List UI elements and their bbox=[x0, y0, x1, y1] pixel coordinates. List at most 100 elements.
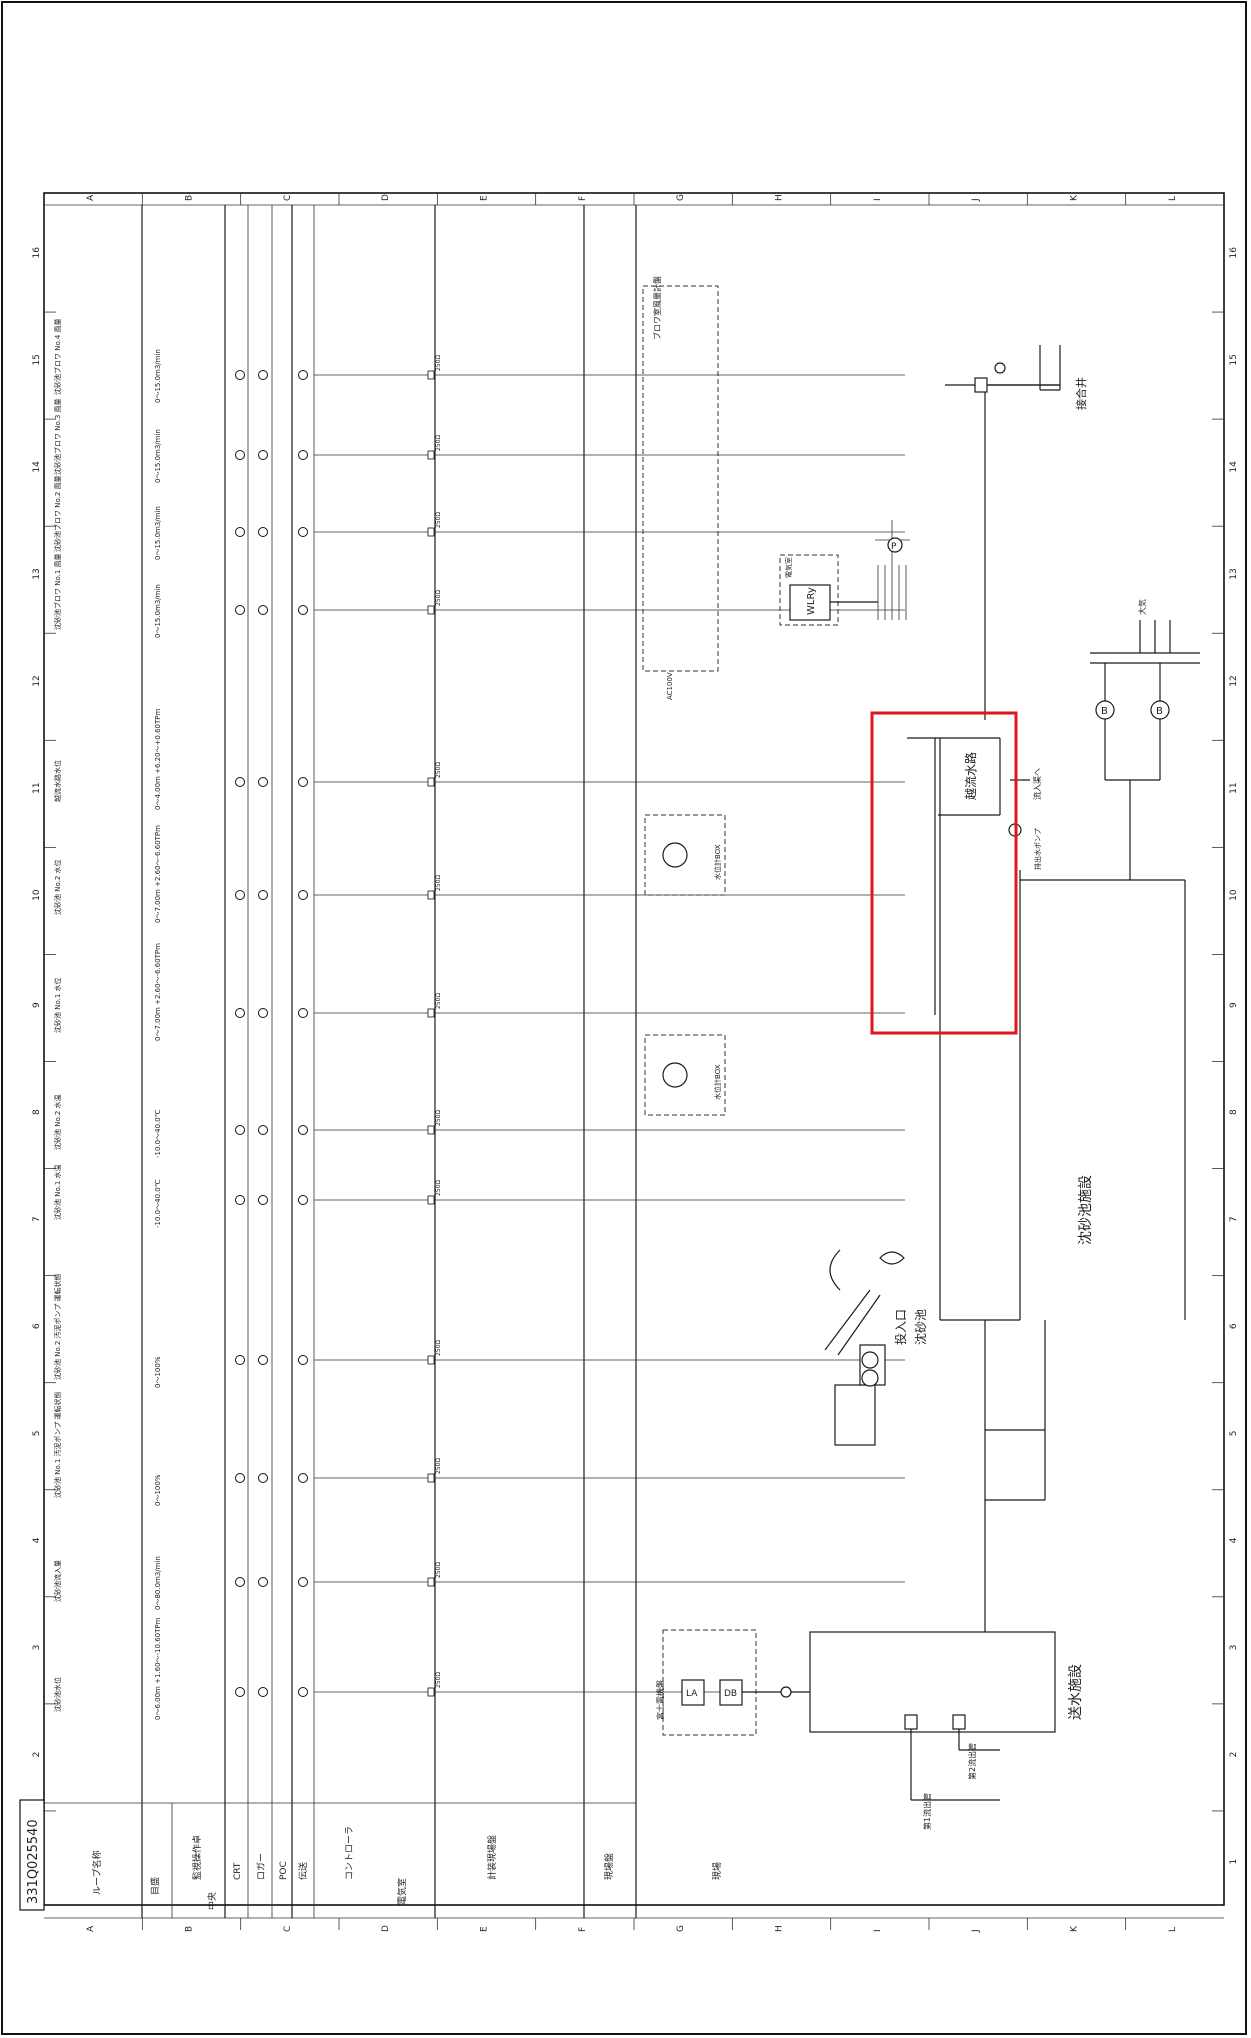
blower-ac100v: AC100V bbox=[666, 672, 674, 700]
poc-indicator bbox=[298, 1355, 308, 1365]
grid-letter-top: K bbox=[1070, 194, 1080, 201]
resistor-label: 250Ω bbox=[435, 993, 442, 1009]
loop-name: 沈砂池 No.2 水温 bbox=[53, 1094, 62, 1150]
crt-indicator bbox=[235, 1008, 245, 1018]
grid-number-right: 2 bbox=[1229, 1752, 1239, 1758]
loop-range: 0〜4.00m +6.20〜+0.60TPm bbox=[154, 709, 162, 810]
blower-b1-label: B bbox=[1101, 706, 1108, 717]
grid-number-left: 15 bbox=[32, 354, 42, 365]
poc-indicator bbox=[298, 1687, 308, 1697]
loop-range: 0〜15.0m3/min bbox=[154, 349, 162, 403]
grid-letter-top: G bbox=[676, 194, 686, 201]
grid-number-left: 14 bbox=[32, 461, 42, 473]
poc-indicator bbox=[298, 1473, 308, 1483]
grid-letter-bottom: D bbox=[381, 1925, 391, 1932]
grid-number-right: 13 bbox=[1229, 568, 1239, 579]
loop-name: 沈砂池 No.1 汚泥ポンプ 運転状態 bbox=[53, 1391, 62, 1498]
crt-indicator bbox=[235, 1473, 245, 1483]
blower-b-group: 大気 B B bbox=[1090, 599, 1200, 880]
resistor-label: 250Ω bbox=[435, 875, 442, 891]
row-header-poc: POC bbox=[279, 1861, 289, 1880]
blower-panel-box bbox=[642, 285, 719, 672]
resistor-250 bbox=[427, 1008, 435, 1018]
grid-letter-bottom: A bbox=[86, 1925, 96, 1932]
grid-letter-top: D bbox=[381, 194, 391, 201]
grid-number-right: 7 bbox=[1229, 1216, 1239, 1222]
fuji-panel-label: 富士電機盤 bbox=[655, 1680, 665, 1720]
grid-number-left: 11 bbox=[32, 782, 42, 793]
loop-name: 沈砂池ブロワ No.4 風量 bbox=[53, 318, 62, 395]
sand-pit: 沈砂池 投入口 沈砂池施設 bbox=[893, 870, 1186, 1345]
poc-indicator bbox=[298, 527, 308, 537]
grid-number-left: 13 bbox=[32, 568, 42, 579]
crt-indicator bbox=[235, 370, 245, 380]
poc-indicator bbox=[298, 777, 308, 787]
resistor-label: 250Ω bbox=[435, 1562, 442, 1578]
poc-indicator bbox=[298, 1125, 308, 1135]
grid-letter-top: F bbox=[578, 196, 588, 201]
grid-letter-top: E bbox=[480, 195, 490, 201]
grid-number-left: 10 bbox=[32, 889, 42, 901]
resistor-label: 250Ω bbox=[435, 1340, 442, 1356]
loop-range: 0〜6.00m +1.60〜-10.60TPm bbox=[154, 1617, 162, 1720]
grid-number-left: 12 bbox=[32, 675, 42, 686]
resistor-label: 250Ω bbox=[435, 1110, 442, 1126]
junction-gauge bbox=[994, 362, 1006, 374]
resistor-250 bbox=[427, 450, 435, 460]
loop-range: -10.0〜40.0℃ bbox=[154, 1109, 162, 1158]
grid-letter-top: H bbox=[775, 194, 785, 201]
blower-b1 bbox=[1095, 700, 1115, 720]
loop-range: 0〜7.00m +2.60〜-6.60TPm bbox=[154, 943, 162, 1041]
poc-indicator bbox=[298, 1577, 308, 1587]
grid-letter-bottom: K bbox=[1070, 1925, 1080, 1932]
crt-indicator bbox=[235, 777, 245, 787]
resistor-250 bbox=[427, 890, 435, 900]
grid-letter-bottom: G bbox=[676, 1925, 686, 1932]
wlry-pump-p: P bbox=[891, 542, 897, 552]
row-header-field-panel: 現場盤 bbox=[603, 1853, 615, 1880]
resistor-label: 250Ω bbox=[435, 435, 442, 451]
drawing-number: 331Q025540 bbox=[26, 1819, 41, 1904]
grid-letter-top: J bbox=[971, 198, 981, 202]
grid-letter-top: I bbox=[873, 198, 883, 201]
junction-well-label: 接合井 bbox=[1074, 377, 1088, 410]
wlry-pump-symbol bbox=[887, 537, 903, 553]
grid-letter-bottom: E bbox=[480, 1926, 490, 1932]
blower-panel-label: ブロワ室風量計盤 bbox=[652, 276, 662, 340]
logger-indicator bbox=[258, 1577, 268, 1587]
grid-number-left: 3 bbox=[32, 1645, 42, 1651]
facility-label: 沈砂池施設 bbox=[1078, 1175, 1094, 1245]
grid-letter-top: C bbox=[283, 195, 293, 201]
loop-range: 0〜80.0m3/min bbox=[154, 1556, 162, 1610]
crt-indicator bbox=[235, 605, 245, 615]
truck-body bbox=[834, 1384, 876, 1446]
fuji-db-text: DB bbox=[724, 1689, 737, 1699]
crt-indicator bbox=[235, 1577, 245, 1587]
crt-indicator bbox=[235, 450, 245, 460]
fuji-la bbox=[681, 1679, 705, 1706]
loop-name: 沈砂池 No.2 汚泥ポンプ 運転状態 bbox=[53, 1273, 62, 1380]
row-header-instrument: 計装現場盤 bbox=[486, 1835, 498, 1880]
resistor-250 bbox=[427, 1473, 435, 1483]
grid-letter-bottom: I bbox=[873, 1929, 883, 1932]
overflow-channel-label: 越流水路 bbox=[963, 752, 978, 800]
grid-letter-bottom: B bbox=[185, 1926, 195, 1932]
grid-number-left: 8 bbox=[32, 1109, 42, 1115]
grid-number-right: 11 bbox=[1229, 782, 1239, 793]
row-header-controller: コントローラ bbox=[344, 1826, 355, 1880]
loop-range: 0〜15.0m3/min bbox=[154, 506, 162, 560]
poc-indicator bbox=[298, 450, 308, 460]
resistor-250 bbox=[427, 1355, 435, 1365]
resistor-250 bbox=[427, 777, 435, 787]
logger-indicator bbox=[258, 370, 268, 380]
loop-name: 沈砂池水位 bbox=[53, 1677, 62, 1712]
resistor-label: 250Ω bbox=[435, 1458, 442, 1474]
water-supply-label: 送水施設 bbox=[1068, 1664, 1084, 1720]
resistor-label: 250Ω bbox=[435, 590, 442, 606]
row-header-loop-name: ループ名称 bbox=[91, 1851, 103, 1895]
supply-valve-2 bbox=[952, 1714, 966, 1730]
grid-number-right: 14 bbox=[1229, 461, 1239, 473]
wlry-room-label: 電気室 bbox=[784, 557, 793, 578]
